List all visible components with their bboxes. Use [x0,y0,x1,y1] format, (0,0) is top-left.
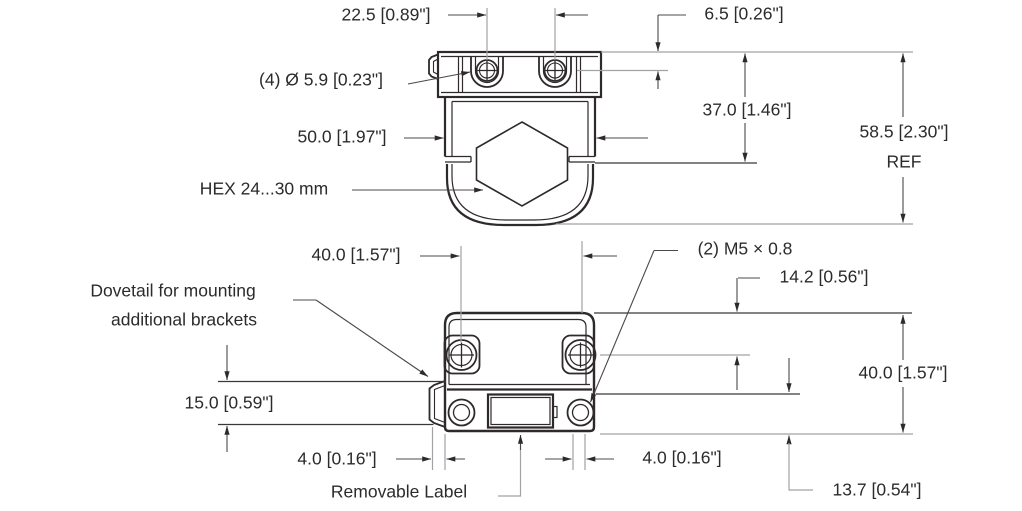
note-dovetail-line2-label: additional brackets [111,309,257,330]
dim-body-width-label: 50.0 [1.97"] [297,126,387,147]
dim-hole-edge-offset-label: 4.0 [0.16"] [642,447,722,468]
dim-thread-offset-top-label: 14.2 [0.56"] [779,266,869,287]
note-removable-label-label: Removable Label [330,481,468,502]
m5-hole-right [566,398,595,427]
hex-bore [475,121,569,207]
m5-hole-left [447,398,476,427]
note-mounting-holes-label: (4) Ø 5.9 [0.23"] [259,69,383,90]
bottom-view-dovetail-tab [428,380,446,428]
dim-label-strip-height-label: 13.7 [0.54"] [832,479,922,500]
dim-depth-to-slot-label: 37.0 [1.46"] [702,99,792,120]
top-view-dovetail-tab [428,53,439,80]
label-window [486,393,558,429]
dim-body-height-label: 40.0 [1.57"] [858,362,948,383]
dim-overall-depth-label: 58.5 [2.30"] [859,121,949,142]
dim-hole-spacing-label: 22.5 [0.89"] [341,4,431,25]
top-view-screw-right [543,59,567,82]
top-view-screw-left [475,59,499,82]
dim-dovetail-height-label: 15.0 [0.59"] [184,392,274,413]
dim-thread-spacing-label: 40.0 [1.57"] [311,244,401,265]
dim-overall-depth-ref-label: REF [886,151,922,172]
top-view-outline [428,50,603,227]
dim-dovetail-protrusion-label: 4.0 [0.16"] [297,448,377,469]
note-hex-clamp-label: HEX 24...30 mm [199,178,329,199]
bottom-view-screw-left [445,339,478,371]
note-dovetail-line1-label: Dovetail for mounting [90,280,256,301]
bottom-view-dimensions [218,241,913,497]
bottom-view-outline [428,311,597,433]
dim-hole-offset-top-label: 6.5 [0.26"] [704,3,784,24]
note-threaded-holes-label: (2) M5 × 0.8 [697,238,793,259]
bottom-view-screw-right [564,339,597,371]
top-view-dimensions [352,8,913,225]
